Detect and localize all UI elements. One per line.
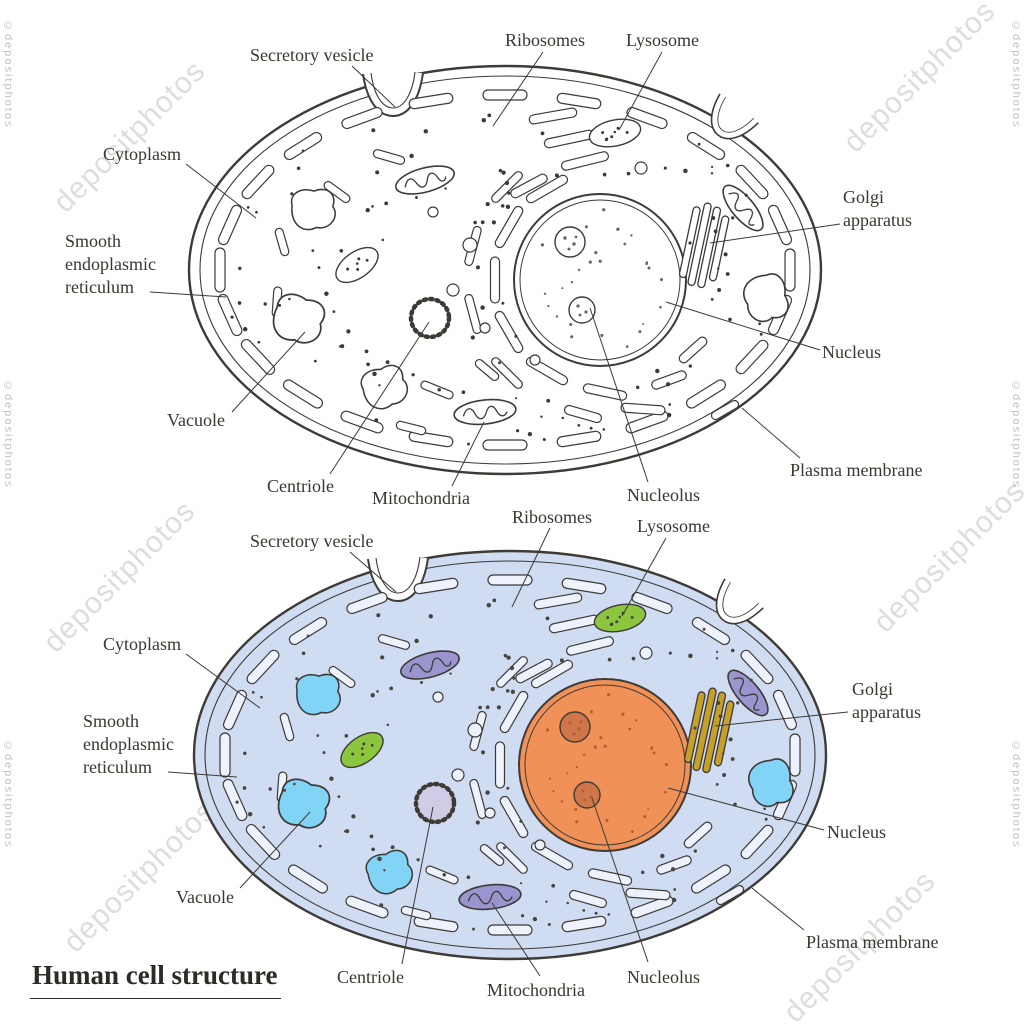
leader-secretory-vesicle-top [351,65,396,108]
label-nucleus-top: Nucleus [822,342,881,362]
label-cytoplasm-top: Cytoplasm [103,144,182,164]
leader-nucleus-top [665,301,821,351]
leader-golgi-top [709,223,841,244]
leader-nucleolus-top [589,307,649,483]
label-plasma-membrane-bottom: Plasma membrane [806,932,939,952]
leader-secretory-vesicle-bottom [349,551,397,593]
leader-cytoplasm-bottom [185,653,261,709]
label-ribosomes-bottom: Ribosomes [512,507,593,527]
label-smooth-er-bottom: Smooth endoplasmic reticulum [83,711,174,778]
label-secretory-vesicle-bottom: Secretory vesicle [250,531,374,551]
leader-nucleolus-bottom [591,797,649,963]
leader-ribosomes-bottom [511,527,551,608]
leader-centriole-bottom [401,806,434,965]
leader-lysosome-top [618,51,663,131]
label-mitochondria-bottom: Mitochondria [487,980,585,1000]
label-smooth-er-top: Smooth endoplasmic reticulum [65,231,156,298]
label-lysosome-top: Lysosome [626,30,700,50]
label-nucleolus-bottom: Nucleolus [627,967,700,987]
leader-smooth-er-top [149,291,227,298]
leader-mitochondria-top [451,421,485,487]
label-ribosomes-top: Ribosomes [505,30,586,50]
label-centriole-top: Centriole [267,476,334,496]
label-cytoplasm-bottom: Cytoplasm [103,634,182,654]
leader-cytoplasm-top [185,163,257,219]
cell-illustration-bw [189,66,821,474]
leader-ribosomes-top [492,51,544,127]
leader-nucleus-bottom [667,787,825,831]
leader-vacuole-bottom [239,811,311,889]
leader-vacuole-top [231,331,306,413]
leader-golgi-bottom [714,711,849,727]
leader-lines-bottom [167,527,849,977]
label-nucleolus-top: Nucleolus [627,485,700,505]
label-mitochondria-top: Mitochondria [372,488,470,508]
leader-lysosome-bottom [621,537,667,617]
label-centriole-bottom: Centriole [337,967,404,987]
label-vacuole-bottom: Vacuole [176,887,234,907]
label-lysosome-bottom: Lysosome [637,516,711,536]
leader-plasma-membrane-bottom [751,887,805,931]
label-secretory-vesicle-top: Secretory vesicle [250,45,374,65]
leader-mitochondria-bottom [491,902,541,977]
cell-illustration-color [194,551,826,959]
label-nucleus-bottom: Nucleus [827,822,886,842]
leader-smooth-er-bottom [167,771,238,778]
leader-centriole-top [329,321,430,475]
leader-plasma-membrane-top [741,407,801,459]
leader-lines-top [149,51,841,487]
label-golgi-apparatus-top: Golgi apparatus [843,187,912,231]
page-title: Human cell structure [30,960,282,999]
label-golgi-apparatus-bottom: Golgi apparatus [852,679,921,723]
label-vacuole-top: Vacuole [167,410,225,430]
label-plasma-membrane-top: Plasma membrane [790,460,923,480]
